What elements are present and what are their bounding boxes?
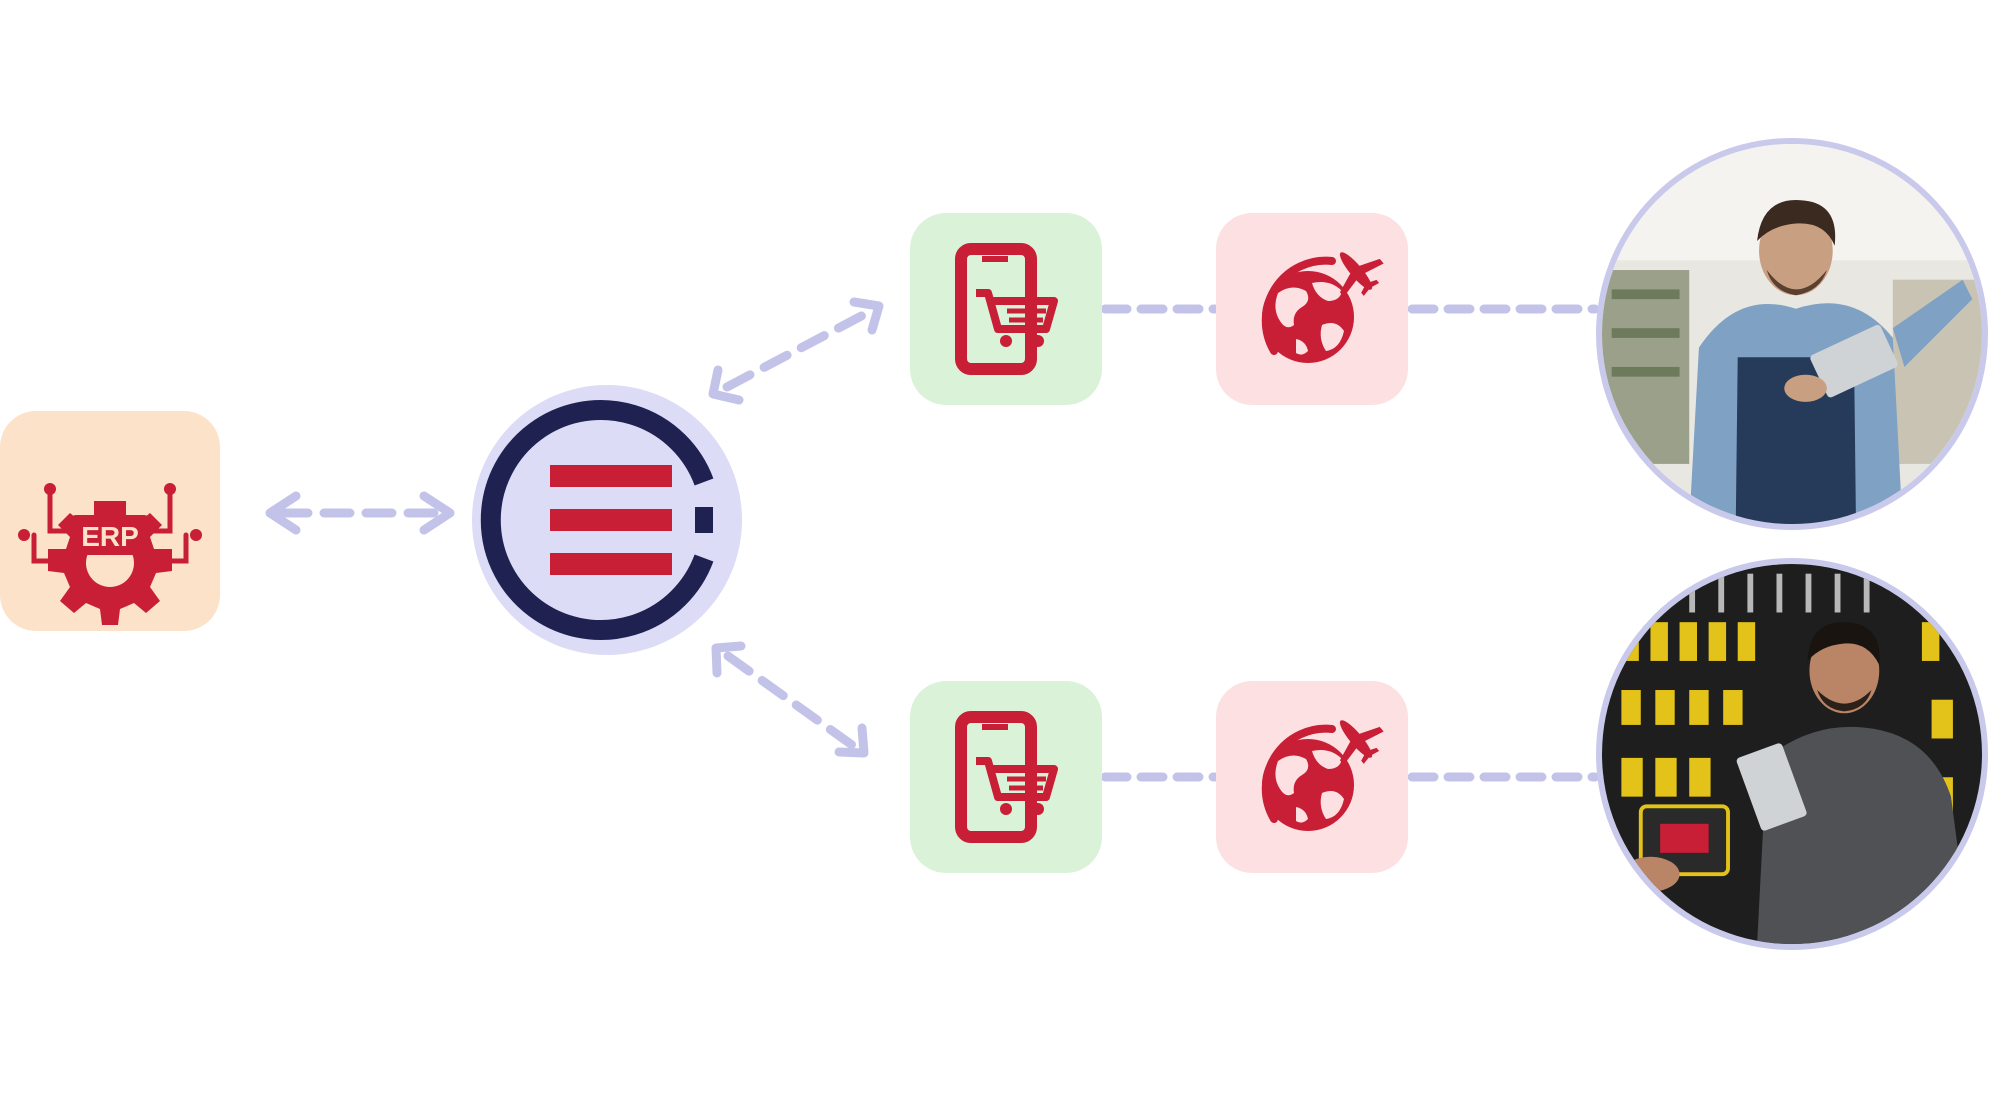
arrowhead-shop-bottom: [834, 723, 869, 758]
hub-logo-icon: [480, 400, 714, 640]
arrowhead-hub-top: [708, 365, 744, 405]
erp-label: ERP: [81, 521, 139, 552]
erp-node: ERP: [0, 411, 220, 631]
tool-shop-illustration: [1602, 564, 1982, 944]
mobile-cart-icon: [955, 711, 1058, 843]
globe-plane-icon: [1261, 720, 1384, 831]
hub-node: [472, 385, 742, 655]
edge-hub-shop-top: [722, 308, 872, 392]
worker-with-tablet-photo: [1596, 138, 1988, 530]
globe-node-top: [1216, 213, 1408, 405]
edge-hub-shop-bottom: [723, 651, 857, 750]
shop-node-top: [910, 213, 1102, 405]
store-worker-illustration: [1602, 144, 1982, 524]
arrowhead-shop-top: [849, 297, 884, 335]
mobile-cart-icon: [955, 243, 1058, 375]
shop-node-bottom: [910, 681, 1102, 873]
globe-node-bottom: [1216, 681, 1408, 873]
arrowhead-hub-bottom: [711, 641, 746, 678]
arrowhead-hub-right: [419, 491, 455, 535]
arrowhead-erp-left: [265, 491, 301, 535]
erp-gear-icon: ERP: [18, 483, 202, 625]
tool-shop-salesman-photo: [1596, 558, 1988, 950]
globe-plane-icon: [1261, 252, 1384, 363]
